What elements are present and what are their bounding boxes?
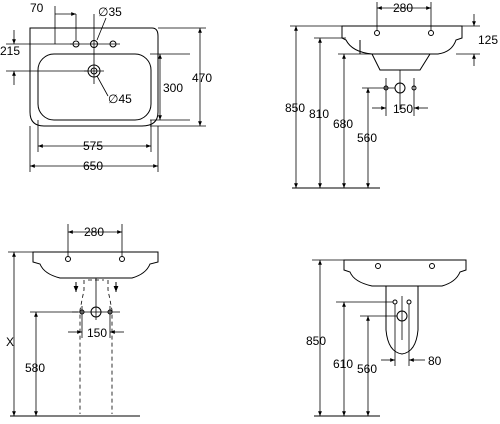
- dim-650: 650: [83, 159, 103, 173]
- dim-x: X: [6, 335, 14, 349]
- dim-575: 575: [83, 139, 103, 153]
- dim-125: 125: [478, 33, 498, 47]
- dim-80: 80: [428, 354, 442, 368]
- dim-580: 580: [25, 361, 45, 375]
- basin-outline: [29, 27, 159, 127]
- semi-pedestal: [385, 286, 419, 355]
- basin-underside: [359, 40, 431, 71]
- dim-215: 215: [0, 44, 20, 58]
- dim-300: 300: [163, 81, 183, 95]
- dim-drain: ∅45: [108, 92, 132, 106]
- dim-560-b: 560: [357, 362, 377, 376]
- dim-280-b: 280: [84, 225, 104, 239]
- bowl-outline: [37, 53, 152, 121]
- dim-850-a: 850: [285, 101, 305, 115]
- side-view-semipedestal: 850 610 560 80: [306, 259, 467, 417]
- dim-560-a: 560: [357, 131, 377, 145]
- dim-850-b: 850: [306, 334, 326, 348]
- dim-680: 680: [333, 117, 353, 131]
- top-view: 70 ∅35 215 ∅45 300 470 575 650: [0, 1, 212, 173]
- front-view-pedestal: 280 X 580 150: [6, 224, 159, 417]
- dim-150-a: 150: [393, 102, 413, 116]
- dim-150-b: 150: [87, 326, 107, 340]
- basin-profile: [341, 25, 463, 55]
- pedestal-outline: [79, 280, 113, 414]
- side-view-wall: 280 125 850 810 680 560 150: [285, 1, 498, 189]
- dim-810: 810: [309, 107, 329, 121]
- basin-profile-2: [343, 259, 467, 287]
- dim-tap-hole: ∅35: [98, 5, 122, 19]
- dim-280-a: 280: [393, 1, 413, 15]
- dim-610: 610: [333, 357, 353, 371]
- dim-70: 70: [30, 1, 44, 15]
- front-basin: [32, 251, 159, 279]
- dim-470: 470: [192, 71, 212, 85]
